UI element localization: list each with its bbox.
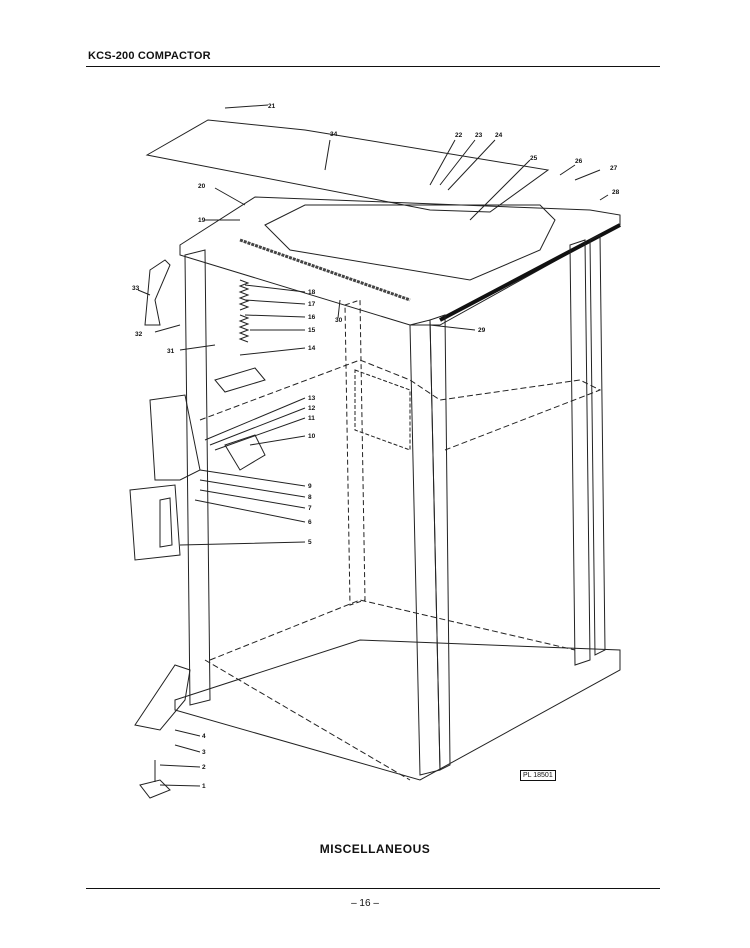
- callout-22: 12: [308, 405, 316, 412]
- leveling-foot: [139, 779, 171, 799]
- page-number: – 16 –: [351, 898, 379, 909]
- callout-28: 6: [308, 519, 312, 526]
- diagram-caption: MISCELLANEOUS: [319, 842, 431, 856]
- callout-4: 24: [495, 132, 503, 139]
- callout-27: 7: [308, 505, 312, 512]
- header-rule: [86, 66, 660, 67]
- callout-8: 28: [612, 189, 620, 196]
- callout-12: 32: [135, 331, 143, 338]
- top-opening: [264, 204, 556, 281]
- plate-number-label: PL 18501: [520, 770, 556, 781]
- callout-30: 4: [202, 733, 206, 740]
- callout-33: 1: [202, 783, 206, 790]
- callout-19: 30: [335, 317, 343, 324]
- rear-right-post: [569, 239, 591, 666]
- handle-lever: [144, 259, 171, 326]
- callout-15: 17: [308, 301, 316, 308]
- callout-23: 11: [308, 415, 315, 422]
- callout-1: 34: [330, 131, 338, 138]
- foot-bracket: [134, 664, 191, 731]
- callout-7: 27: [610, 165, 618, 172]
- callout-26: 8: [308, 494, 312, 501]
- callout-18: 14: [308, 345, 316, 352]
- callout-31: 3: [202, 749, 206, 756]
- callout-9: 20: [198, 183, 206, 190]
- latch-block: [129, 484, 181, 561]
- callout-13: 31: [167, 348, 175, 355]
- callout-6: 26: [575, 158, 583, 165]
- front-left-post: [184, 249, 211, 706]
- callout-20: 29: [478, 327, 486, 334]
- callout-11: 33: [132, 285, 140, 292]
- callout-25: 9: [308, 483, 312, 490]
- callout-24: 10: [308, 433, 316, 440]
- callout-21: 13: [308, 395, 316, 402]
- callout-0: 21: [268, 103, 276, 110]
- callout-14: 18: [308, 289, 316, 296]
- document-header-title: KCS-200 COMPACTOR: [88, 50, 211, 62]
- callout-17: 15: [308, 327, 316, 334]
- callout-2: 22: [455, 132, 463, 139]
- callout-5: 25: [530, 155, 538, 162]
- callout-3: 23: [475, 132, 483, 139]
- rear-left-post: [344, 299, 366, 606]
- top-cover-plate: [145, 119, 550, 213]
- callout-32: 2: [202, 764, 206, 771]
- footer-rule: [86, 888, 660, 889]
- callout-29: 5: [308, 539, 312, 546]
- latch-bracket: [149, 394, 201, 481]
- callout-10: 19: [198, 217, 206, 224]
- bottom-frame: [174, 639, 621, 781]
- callout-16: 16: [308, 314, 316, 321]
